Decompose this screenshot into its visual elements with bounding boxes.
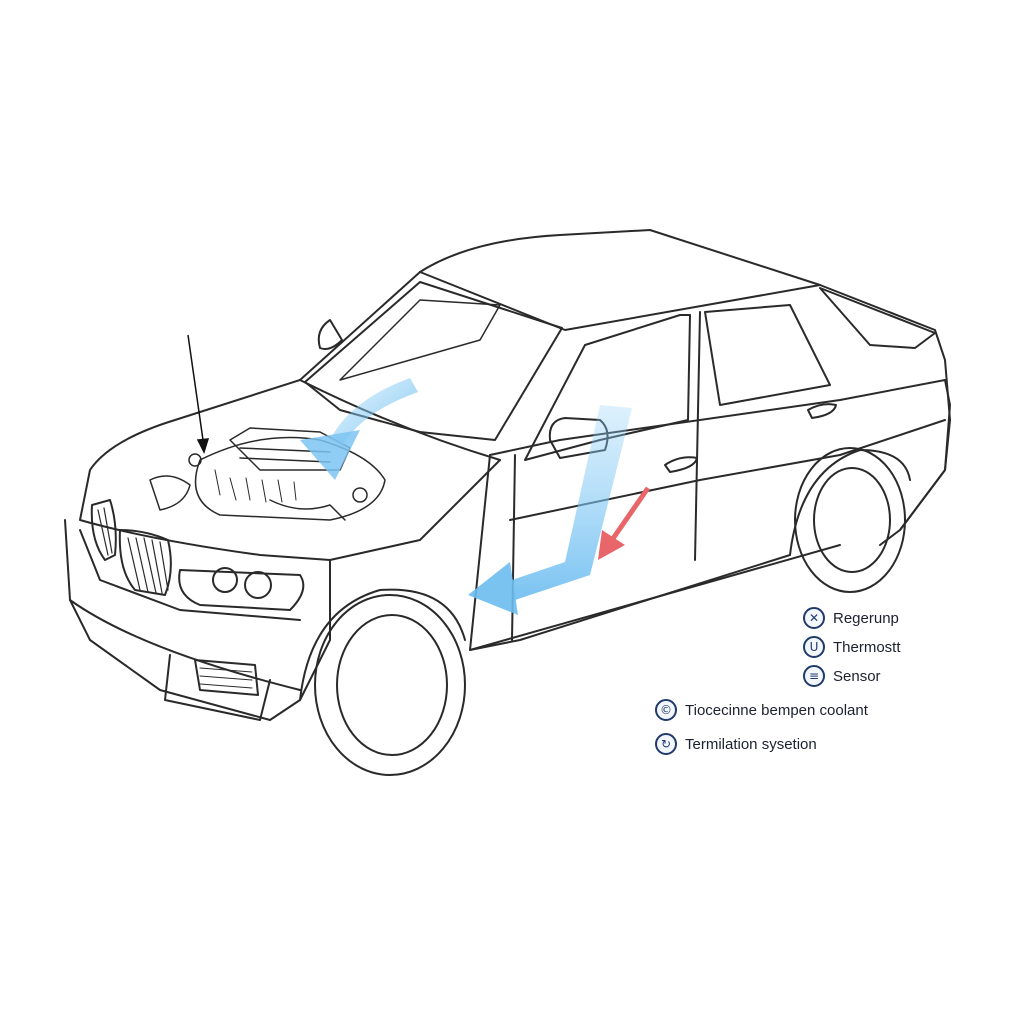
roof-line [419,271,821,331]
airflow-arrow-windshield [300,378,418,480]
legend-item: U Thermostt [803,636,901,658]
sensor-icon: ≡ [803,665,825,687]
rear-wheel [789,447,911,593]
legend-item: © Tiocecinne bempen coolant [655,699,868,721]
rear-window [819,287,936,349]
rear-side-window [704,304,831,406]
kidney-grille [90,499,172,596]
callout-arrow [187,334,210,455]
legend-label: Regerunp [833,609,899,627]
roof-outline [299,229,951,546]
legend-label: Thermostt [833,638,901,656]
coolant-icon: © [655,699,677,721]
system-icon: ↻ [655,733,677,755]
legend-item: ≡ Sensor [803,665,881,687]
front-bumper [64,519,331,721]
hood [79,379,501,561]
legend-label: Tiocecinne bempen coolant [685,701,868,719]
legend-label: Termilation sysetion [685,735,817,753]
headlight [178,569,305,611]
hot-flow-arrow [598,486,651,560]
engine [149,427,386,521]
legend-item: ↻ Termilation sysetion [655,733,817,755]
legend-item: ✕ Regerunp [803,607,899,629]
fan-icon: ✕ [803,607,825,629]
body-side [489,379,946,456]
thermostat-icon: U [803,636,825,658]
front-wheel [299,588,466,776]
legend-label: Sensor [833,667,881,685]
fog-light [194,659,259,696]
airflow-arrow-door [468,405,632,615]
windshield [304,281,563,441]
rear-bumper [899,379,951,531]
